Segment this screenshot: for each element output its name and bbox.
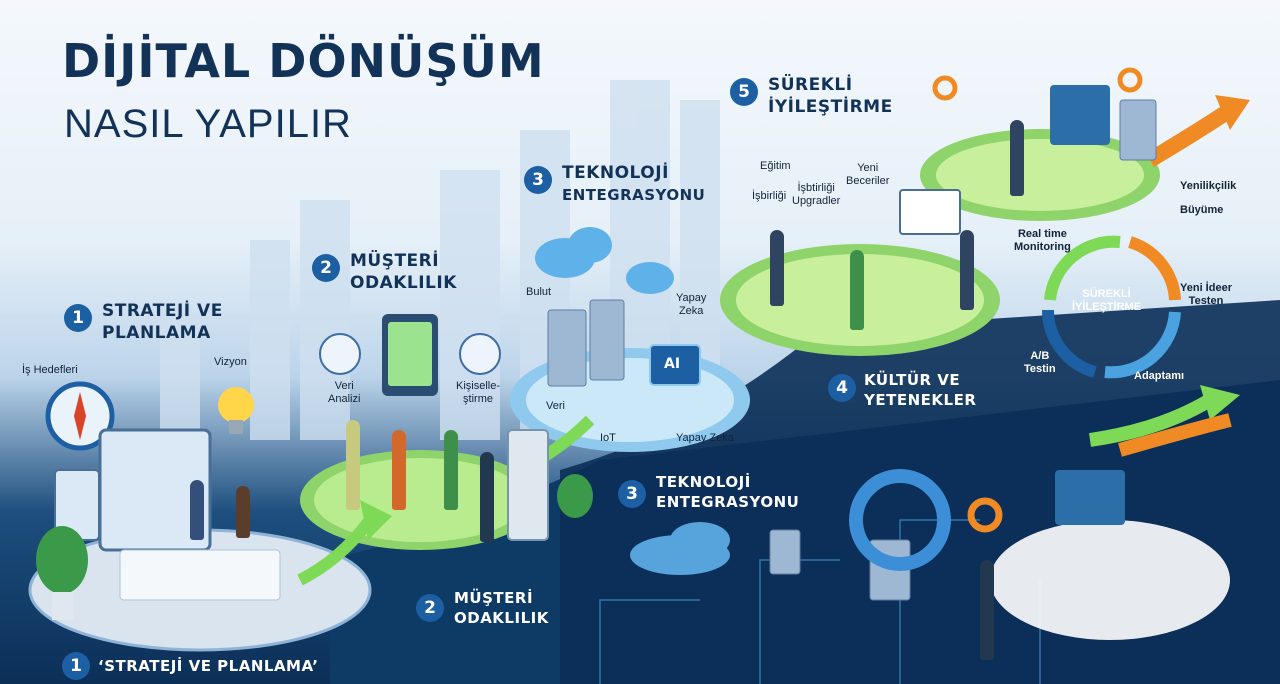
ai-chip-label: AI xyxy=(664,356,681,372)
label-line: İşbtirliği xyxy=(797,182,835,194)
step-label: STRATEJİ VE PLANLAMA xyxy=(102,300,223,344)
step-label-line: ENTEGRASYONU xyxy=(562,186,706,204)
collaboration-upgrades-label: İşbtirliği Upgradler xyxy=(792,182,840,208)
step-label-line: KÜLTÜR VE xyxy=(864,371,961,389)
step-label-line: STRATEJİ VE xyxy=(102,301,223,321)
step-label-line: TEKNOLOJİ xyxy=(656,473,751,491)
label-line: Kişiselle- xyxy=(456,380,501,392)
step-number-badge: 2 xyxy=(416,594,444,622)
person-figure xyxy=(960,230,974,310)
iot-label: IoT xyxy=(600,432,616,444)
step-label-line: ENTEGRASYONU xyxy=(656,493,800,511)
step-label-line: MÜŞTERİ xyxy=(454,589,534,607)
person-figure xyxy=(190,480,204,540)
cycle-center-label: SÜREKLİ İYİLEŞTİRME xyxy=(1072,288,1141,314)
step-label-line: ODAKLILIK xyxy=(454,609,549,627)
step-number-badge: 4 xyxy=(828,374,856,402)
adapt-label: Adaptamı xyxy=(1134,370,1185,382)
step-number-badge: 1 xyxy=(62,652,90,680)
realtime-monitoring-label: Real time Monitoring xyxy=(1014,228,1071,254)
step-number-badge: 5 xyxy=(730,78,758,106)
person-figure xyxy=(392,430,406,510)
training-label: Eğitim xyxy=(760,160,791,172)
step-label-line: PLANLAMA xyxy=(102,323,211,343)
step-label-line: MÜŞTERİ xyxy=(350,251,440,271)
person-figure xyxy=(850,250,864,330)
step-label: MÜŞTERİ ODAKLILIK xyxy=(454,588,549,628)
step-label: KÜLTÜR VE YETENEKLER xyxy=(864,370,976,410)
new-idea-label: Yeni İdeer Testen xyxy=(1180,282,1232,308)
label-line: Monitoring xyxy=(1014,241,1071,253)
step-label-line: TEKNOLOJİ xyxy=(562,163,669,183)
label-line: Beceriler xyxy=(846,175,890,187)
data-analysis-label: Veri Analizi xyxy=(328,380,360,406)
collaboration-label: İşbirliği xyxy=(752,190,787,202)
label-line: Yeni xyxy=(857,162,879,174)
label-line: Upgradler xyxy=(792,195,841,207)
vision-label: Vizyon xyxy=(214,356,247,368)
label-line: Zeka xyxy=(678,305,704,317)
step-label: TEKNOLOJİ ENTEGRASYONU xyxy=(656,472,799,512)
step-label-line: SÜREKLİ xyxy=(768,75,853,95)
person-figure xyxy=(980,560,994,660)
label-line: Analizi xyxy=(328,393,361,405)
step-label-line: ODAKLILIK xyxy=(350,273,457,293)
data-label: Veri xyxy=(546,400,565,412)
step-number-badge: 2 xyxy=(312,254,340,282)
label-line: ştirme xyxy=(463,393,493,405)
step-label-line: YETENEKLER xyxy=(864,391,977,409)
label-line: Testen xyxy=(1188,295,1224,307)
step-label-line: İYİLEŞTİRME xyxy=(768,97,893,117)
step-number-badge: 3 xyxy=(524,166,552,194)
step-label: SÜREKLİ İYİLEŞTİRME xyxy=(768,74,893,118)
page-subtitle: NASIL YAPILIR xyxy=(64,102,352,146)
ab-test-label: A/B Testin xyxy=(1024,350,1056,376)
growth-label: Büyüme xyxy=(1180,204,1224,216)
page-title: DİJİTAL DÖNÜŞÜM xyxy=(62,34,545,88)
person-figure xyxy=(480,452,494,542)
step-number-badge: 1 xyxy=(64,304,92,332)
label-line: Yeni İdeer xyxy=(1180,282,1232,294)
person-figure xyxy=(346,420,360,510)
new-skills-label: Yeni Beceriler xyxy=(846,162,889,188)
person-figure xyxy=(236,486,250,538)
ai-label: Yapay Zeka xyxy=(676,292,706,318)
label-line: İYİLEŞTİRME xyxy=(1072,301,1142,313)
step-number-badge: 3 xyxy=(618,480,646,508)
ai-full-label: Yapay Zeka xyxy=(676,432,734,444)
cloud-label: Bulut xyxy=(526,286,552,298)
person-figure xyxy=(770,230,784,306)
label-line: Veri xyxy=(334,380,354,392)
label-line: Testin xyxy=(1024,363,1056,375)
step-label: ‘STRATEJİ VE PLANLAMA’ xyxy=(98,657,319,675)
step-label: TEKNOLOJİ ENTEGRASYONU xyxy=(562,162,705,206)
step-label: MÜŞTERİ ODAKLILIK xyxy=(350,250,457,294)
person-figure xyxy=(444,430,458,510)
goals-label: İş Hedefleri xyxy=(22,364,78,376)
label-line: Real time xyxy=(1017,228,1067,240)
personalization-label: Kişiselle- ştirme xyxy=(456,380,500,406)
person-figure xyxy=(1010,120,1024,196)
label-line: Yapay xyxy=(676,292,707,304)
innovation-label: Yenilikçilik xyxy=(1180,180,1237,192)
label-line: SÜREKLİ xyxy=(1082,288,1131,300)
label-line: A/B xyxy=(1030,350,1050,362)
